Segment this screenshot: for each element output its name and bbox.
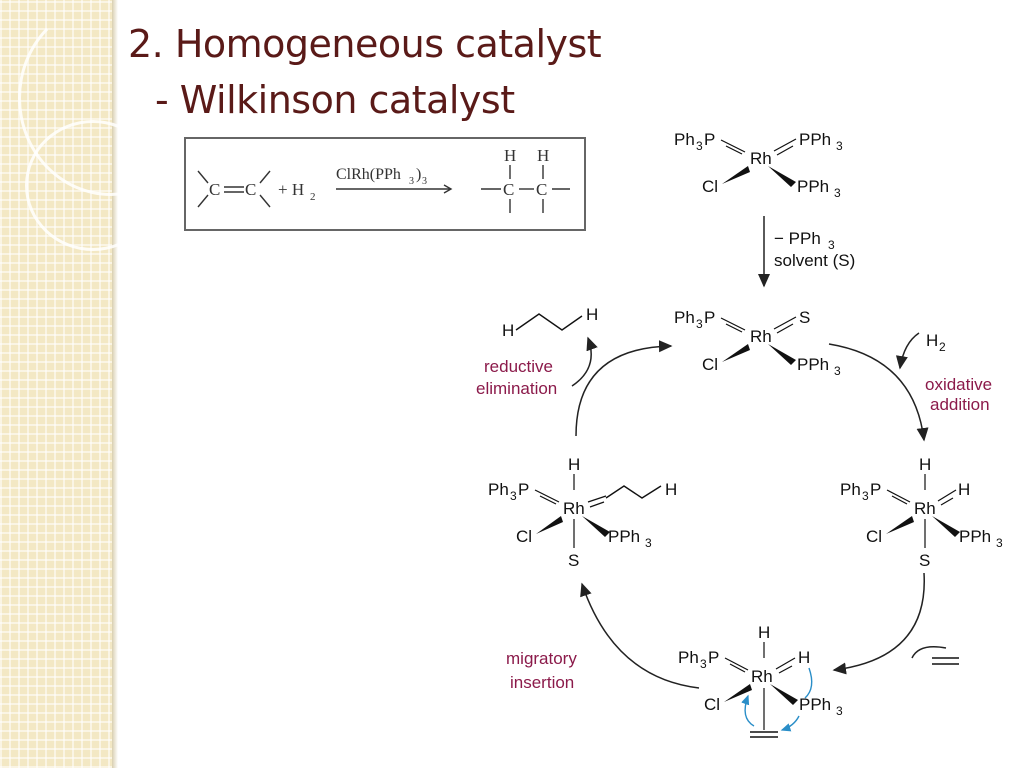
svg-text:H: H: [502, 321, 514, 340]
eq-product-h2: H: [537, 146, 549, 165]
decorative-ring-bottom: [25, 120, 161, 251]
svg-text:P: P: [518, 480, 529, 499]
eq-catalyst-sub2: 3: [422, 176, 427, 187]
svg-text:Cl: Cl: [702, 177, 718, 196]
eq-catalyst: ClRh(PPh: [336, 166, 401, 183]
svg-text:H: H: [665, 480, 677, 499]
svg-text:S: S: [919, 551, 930, 570]
eq-reactant-c2: C: [245, 180, 256, 199]
svg-text:H: H: [919, 455, 931, 474]
svg-text:2: 2: [939, 340, 946, 354]
svg-text:Rh: Rh: [914, 499, 936, 518]
svg-text:Rh: Rh: [751, 667, 773, 686]
svg-text:3: 3: [996, 536, 1003, 550]
svg-text:H: H: [568, 455, 580, 474]
eq-catalyst-sub: 3: [409, 176, 414, 187]
label-reductive-elimination-2: elimination: [476, 379, 557, 398]
eq-product-c2: C: [536, 180, 547, 199]
svg-text:3: 3: [836, 704, 843, 718]
label-reductive-elimination-1: reductive: [484, 357, 553, 376]
svg-text:PPh: PPh: [797, 177, 829, 196]
svg-text:PPh: PPh: [799, 695, 831, 714]
label-oxidative-addition-1: oxidative: [925, 375, 992, 394]
slide-title-line2: - Wilkinson catalyst: [155, 78, 515, 122]
svg-text:S: S: [568, 551, 579, 570]
eq-catalyst-close: ): [416, 166, 421, 183]
svg-text:P: P: [708, 648, 719, 667]
eq-plus-h2: + H: [278, 180, 304, 199]
svg-text:PPh: PPh: [959, 527, 991, 546]
svg-text:PPh: PPh: [797, 355, 829, 374]
svg-text:Cl: Cl: [702, 355, 718, 374]
svg-text:H: H: [586, 305, 598, 324]
svg-text:Rh: Rh: [750, 327, 772, 346]
label-migratory-insertion-1: migratory: [506, 649, 577, 668]
svg-text:Ph: Ph: [674, 130, 695, 149]
eq-h2-sub: 2: [310, 191, 316, 203]
svg-text:Cl: Cl: [516, 527, 532, 546]
reaction-equation-svg: C C + H 2 ClRh(PPh 3 ) 3 H H C C: [197, 146, 570, 213]
svg-text:Ph: Ph: [678, 648, 699, 667]
label-migratory-insertion-2: insertion: [510, 673, 574, 692]
svg-text:H: H: [758, 623, 770, 642]
svg-text:3: 3: [696, 139, 703, 153]
slide-title-line1: 2. Homogeneous catalyst: [128, 22, 602, 66]
label-oxidative-addition-2: addition: [930, 395, 990, 414]
svg-text:H: H: [798, 648, 810, 667]
product-ethane: H H: [502, 305, 598, 340]
svg-text:Rh: Rh: [563, 499, 585, 518]
band-edge: [112, 0, 118, 768]
svg-text:Rh: Rh: [750, 149, 772, 168]
svg-text:3: 3: [862, 489, 869, 503]
svg-text:Ph: Ph: [840, 480, 861, 499]
reaction-equation-box: C C + H 2 ClRh(PPh 3 ) 3 H H C C: [184, 137, 586, 231]
svg-text:P: P: [870, 480, 881, 499]
svg-text:Cl: Cl: [704, 695, 720, 714]
svg-text:3: 3: [510, 489, 517, 503]
svg-text:PPh: PPh: [799, 130, 831, 149]
svg-text:3: 3: [834, 186, 841, 200]
step-ligand-loss: − PPh: [774, 229, 821, 248]
svg-text:3: 3: [834, 364, 841, 378]
svg-text:Cl: Cl: [866, 527, 882, 546]
svg-text:3: 3: [828, 238, 835, 252]
svg-text:Ph: Ph: [488, 480, 509, 499]
eq-reactant-c1: C: [209, 180, 220, 199]
svg-text:Ph: Ph: [674, 308, 695, 327]
svg-text:3: 3: [696, 317, 703, 331]
svg-text:PPh: PPh: [608, 527, 640, 546]
eq-product-c1: C: [503, 180, 514, 199]
svg-text:S: S: [799, 308, 810, 327]
svg-text:P: P: [704, 130, 715, 149]
step-solvent: solvent (S): [774, 251, 855, 270]
svg-text:3: 3: [645, 536, 652, 550]
svg-text:3: 3: [836, 139, 843, 153]
svg-text:H: H: [958, 480, 970, 499]
eq-product-h1: H: [504, 146, 516, 165]
svg-text:P: P: [704, 308, 715, 327]
svg-text:3: 3: [700, 657, 707, 671]
h2-reagent: H: [926, 331, 938, 350]
